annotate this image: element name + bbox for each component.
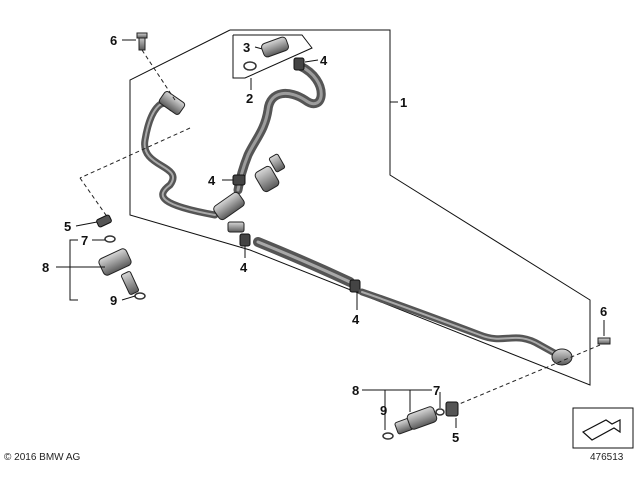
subassembly-outline bbox=[232, 34, 313, 79]
callout-9-left: 9 bbox=[110, 293, 117, 308]
fuel-hose-left-shine bbox=[143, 102, 216, 216]
callout-5-right: 5 bbox=[452, 430, 459, 445]
leader-5-left bbox=[75, 221, 98, 227]
t-piece-connector bbox=[213, 191, 245, 221]
fuel-hose-upper bbox=[233, 61, 326, 195]
callout-7-left: 7 bbox=[81, 233, 88, 248]
fuel-hose-lower-shine bbox=[256, 240, 352, 284]
injector-seal-upper-left bbox=[104, 235, 116, 243]
copyright-text: © 2016 BMW AG bbox=[4, 452, 81, 463]
callout-3: 3 bbox=[243, 40, 250, 55]
callout-8-left: 8 bbox=[42, 260, 49, 275]
fuel-rail-end-fitting bbox=[551, 348, 573, 366]
quick-connector bbox=[261, 36, 289, 58]
callout-1: 1 bbox=[400, 95, 407, 110]
callout-4-low-b: 4 bbox=[352, 312, 360, 327]
callout-6-right: 6 bbox=[600, 304, 607, 319]
callout-5-left: 5 bbox=[64, 219, 71, 234]
centerline-injector-left bbox=[79, 177, 109, 219]
callout-4-mid: 4 bbox=[208, 173, 216, 188]
assembly-outline bbox=[129, 29, 591, 386]
leader-9-left bbox=[121, 295, 136, 301]
hose-clamp-top bbox=[293, 57, 305, 71]
callout-2: 2 bbox=[246, 91, 253, 106]
fuel-hose-left bbox=[141, 99, 219, 219]
callout-8-right: 8 bbox=[352, 383, 359, 398]
orientation-arrow-icon bbox=[581, 419, 621, 441]
bolt-upper-head bbox=[136, 32, 148, 39]
check-valve-nozzle bbox=[268, 153, 286, 173]
centerline-injector-upper bbox=[79, 127, 191, 179]
fuel-hose-upper-shine bbox=[236, 64, 323, 192]
callout-7-right: 7 bbox=[433, 383, 440, 398]
t-piece-outlet bbox=[227, 221, 245, 233]
injector-seal-lower-left bbox=[134, 292, 146, 300]
fuel-injector-left bbox=[98, 248, 132, 276]
leader-4-top bbox=[304, 59, 319, 63]
fuel-rail-pipe-shine bbox=[361, 291, 559, 356]
callout-4-top: 4 bbox=[320, 53, 328, 68]
hose-clamp-b bbox=[239, 233, 251, 247]
hose-clamp-a bbox=[232, 174, 246, 186]
hose-connector-upper-left bbox=[158, 91, 186, 115]
hose-clamp-c bbox=[349, 279, 361, 293]
bolt-lower-right bbox=[597, 337, 611, 345]
injector-seal-upper-right bbox=[435, 408, 445, 416]
callout-6-top: 6 bbox=[110, 33, 117, 48]
injector-clip-left bbox=[96, 214, 112, 228]
group-bracket-left bbox=[69, 239, 78, 301]
check-valve bbox=[254, 165, 280, 193]
centerline-bolt-upper bbox=[141, 49, 176, 101]
centerline-injector-right bbox=[444, 344, 601, 411]
o-ring-small bbox=[243, 61, 257, 71]
callout-9-right: 9 bbox=[380, 403, 387, 418]
diagram-number: 476513 bbox=[590, 452, 624, 463]
injector-clip-right bbox=[445, 401, 459, 417]
injector-seal-lower-right bbox=[382, 432, 394, 440]
fuel-injector-left-tip bbox=[120, 271, 140, 295]
callout-4-low-a: 4 bbox=[240, 260, 248, 275]
fuel-injector-right bbox=[406, 406, 438, 430]
